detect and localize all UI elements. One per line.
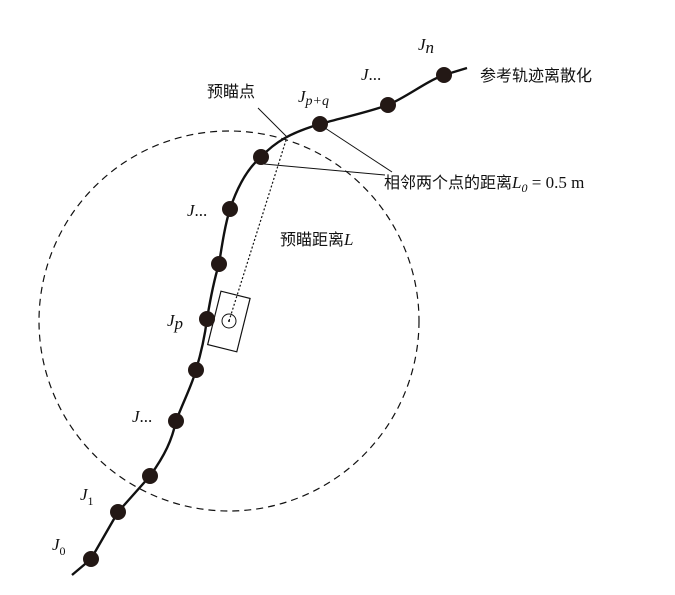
label-jn: Jn	[418, 35, 434, 57]
point-jpq	[312, 116, 328, 132]
label-j-dots-low: J...	[132, 407, 152, 426]
label-j1: J1	[80, 485, 94, 508]
point	[168, 413, 184, 429]
point	[211, 256, 227, 272]
lookahead-point-label: 预瞄点	[207, 82, 255, 101]
reference-trajectory	[71, 66, 468, 576]
lookahead-circle	[38, 130, 420, 512]
lookahead-distance-label: 预瞄距离L	[280, 230, 353, 249]
leader-adjacent-2	[324, 127, 393, 173]
label-j-dots-high: J...	[361, 65, 381, 84]
discretization-label: 参考轨迹离散化	[480, 66, 592, 85]
label-j0: J0	[52, 535, 66, 558]
point-j0	[83, 551, 99, 567]
vehicle-center	[221, 313, 237, 329]
label-jp: Jp	[167, 311, 183, 333]
trajectory-points	[83, 67, 452, 567]
point	[188, 362, 204, 378]
point	[253, 149, 269, 165]
point-j1	[110, 504, 126, 520]
leader-adjacent-1	[263, 163, 386, 176]
label-jpq: Jp+q	[298, 87, 329, 109]
label-j-dots-mid: J...	[187, 201, 207, 220]
point-jn	[436, 67, 452, 83]
point-jp	[199, 311, 215, 327]
point	[380, 97, 396, 113]
adjacent-distance-label: 相邻两个点的距离L0 = 0.5 m	[384, 173, 584, 195]
point	[222, 201, 238, 217]
lookahead-dotted-line	[228, 136, 288, 322]
point	[142, 468, 158, 484]
leader-lookahead-point	[257, 107, 288, 138]
